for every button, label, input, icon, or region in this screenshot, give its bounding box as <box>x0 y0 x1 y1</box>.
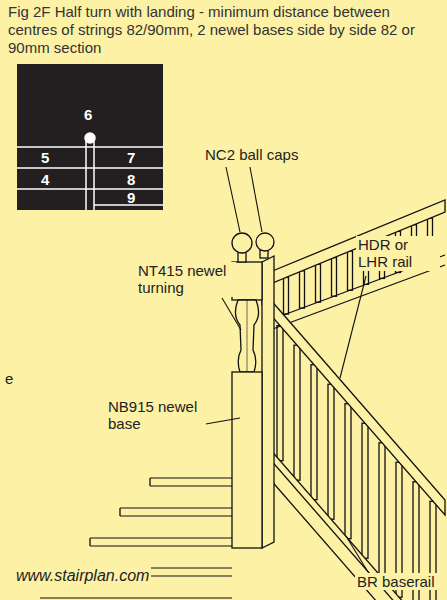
baluster <box>332 258 337 297</box>
baluster <box>277 326 283 461</box>
website-url: www.stairplan.com <box>14 567 151 585</box>
baluster <box>316 264 321 302</box>
baluster <box>311 365 317 500</box>
callout-number: 7 <box>127 149 135 166</box>
baluster <box>348 251 353 290</box>
part-label: NB915 newel base <box>106 398 206 433</box>
callout-number: 9 <box>127 189 135 206</box>
callout-number: 8 <box>127 171 135 188</box>
baluster <box>362 423 368 558</box>
leader-lines <box>200 167 368 572</box>
part-label: HDR or LHR rail <box>356 236 440 271</box>
part-label: NC2 ball caps <box>203 146 300 163</box>
baluster <box>284 277 289 314</box>
cut-off-letter: e <box>3 370 15 387</box>
part-label: BR baserail <box>355 573 437 590</box>
stair-plan <box>17 64 163 210</box>
callout-number: 6 <box>84 106 92 123</box>
part-label: NT415 newel turning <box>136 262 236 297</box>
figure-title: Fig 2F Half turn with landing - minimum … <box>8 3 433 57</box>
baluster <box>294 345 300 480</box>
baluster <box>345 404 351 539</box>
baluster <box>300 271 305 308</box>
baluster <box>379 443 385 578</box>
staircase-drawing <box>40 167 445 600</box>
baluster <box>328 384 334 519</box>
callout-number: 4 <box>41 171 49 188</box>
callout-number: 5 <box>41 149 49 166</box>
